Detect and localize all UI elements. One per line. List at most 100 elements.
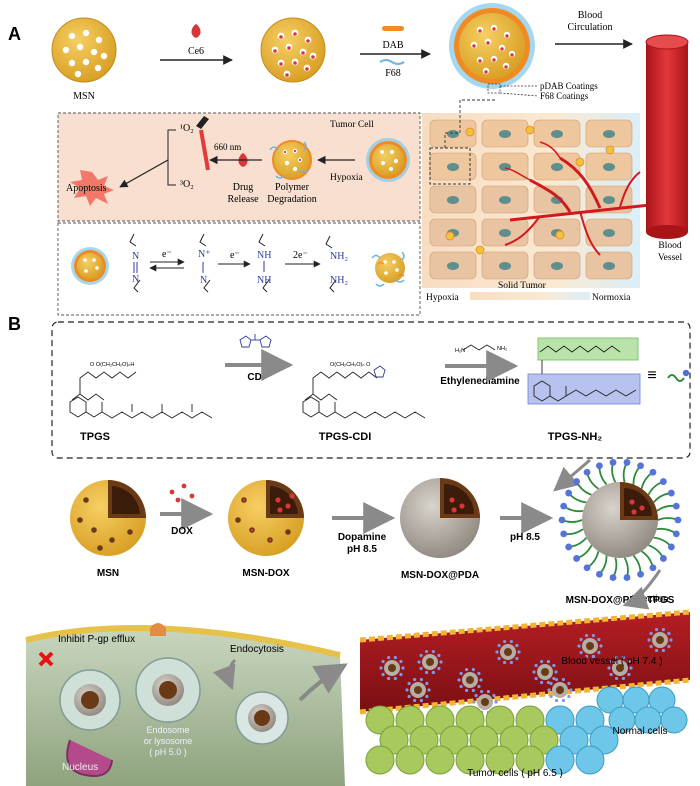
dox-molecules-icon [169,483,195,503]
tpgs-symbol-head [682,369,690,377]
blood-circulation-label-1: Blood [578,10,602,21]
vessel-particle-ligand [647,638,651,642]
vessel-particle-core [388,664,396,672]
ethylenediamine-label: Ethylenediamine [440,376,520,387]
vessel-particle-ligand [609,672,613,677]
tumor-cell-3d [365,705,395,735]
vessel-particle-ligand [459,671,463,676]
tpgs-head [560,502,568,510]
vessel-particle-core [541,668,549,676]
tumor-nanoparticle [555,230,565,240]
msn-dox-pda-tpgs-label: MSN-DOX@PDA-TPGS [566,595,675,606]
blood-vessel-ph-label: Blood vessel ( pH 7.4 ) [561,656,662,667]
tumor-cell-3d [395,745,425,775]
n-plus-label: N⁺ [198,249,211,260]
injection-label: Injection [631,594,668,605]
hypoxia-arrow-label: Hypoxia [330,173,364,183]
vessel-particle-ligand [554,670,558,674]
endosome-2 [135,657,201,723]
endosome-label-2: or lysosome [144,736,193,746]
vessel-particle-ligand [405,688,409,692]
uptake-arrow [298,663,348,702]
vessel-particle-ligand [517,650,521,654]
vessel-particle-ligand [399,659,403,664]
vessel-nanoparticle [472,689,498,715]
normal-cell [559,725,589,755]
vessel-particle-ligand [585,654,589,659]
cell-membrane [25,625,341,658]
vessel-particle-ligand [555,698,559,703]
vessel-particle-ligand [497,656,501,661]
vessel-particle-ligand [381,659,385,664]
nucleus-shape [66,739,113,777]
vessel-nanoparticle [547,677,573,703]
tpgs-head [637,570,644,578]
vessel-particle-ligand [546,680,550,685]
vessel-particle-ligand [546,659,550,664]
tpgs-head [609,459,617,466]
cdi-label: CDI [247,372,264,383]
vessel-particle-ligand [669,638,673,642]
ce6-label: Ce6 [188,46,204,57]
vessel-particle-ligand [439,660,443,664]
vessel-particle-ligand [477,671,481,676]
tumor-nanoparticle [465,127,475,137]
panel-a-letter: A [8,24,21,44]
tpgs-head [667,489,675,497]
tumor-cell-3d [439,725,469,755]
vessel-particle-ligand [407,681,411,686]
tumor-cell-3d [485,745,515,775]
tumor-cell-3d [379,725,409,755]
degraded-particle [371,251,405,287]
tumor-cell-nucleus [603,163,615,171]
tumor-cell-3d [469,725,499,755]
blood-vessel [645,34,689,239]
tpgs-peg-label: O O(CH₂CH₂O)ₙH [90,362,134,368]
tpgs-synthesis-box [51,321,691,459]
dopamine-label-2: pH 8.5 [347,544,377,555]
tpgs-head [649,468,657,476]
vessel-particle-ligand [515,656,519,661]
normal-cell [575,745,605,775]
tissue-cells [365,686,688,775]
vessel-particle-ligand [627,672,631,677]
vessel-particle-ligand [417,660,421,664]
blood-circulation-label-2: Circulation [568,22,613,33]
pdab-coatings-label: pDAB Coatings [540,81,598,91]
normal-cell [545,745,575,775]
tpgs-head [596,462,603,470]
vessel-particle-ligand [599,644,603,648]
tumor-cells-ph-label: Tumor cells ( pH 6.5 ) [467,768,563,779]
tumor-cell-3d [515,745,545,775]
f68-label: F68 [385,68,401,79]
apoptosis-label: Apoptosis [66,183,107,194]
tumor-cell-3d [409,725,439,755]
azo-reduction-box [57,222,421,316]
vessel-nanoparticle [405,677,431,703]
vessel-particle-ligand [597,650,601,655]
vessel-particle-ligand [532,670,536,674]
msn-ce6-particle [260,17,326,83]
endosome-1 [59,669,121,731]
vessel-particle-ligand [413,698,417,703]
vessel-particle-ligand [515,643,519,648]
vessel-particle-ligand [379,666,383,670]
vessel-particle-core [414,686,422,694]
vessel-particle-ligand [579,637,583,642]
tumor-nanoparticle [475,245,485,255]
tpgs-label: TPGS [80,431,110,443]
tpgs-cdi-peg-label: O(CH₂CH₂O)ₙ O [330,362,371,368]
vessel-particle-ligand [427,688,431,692]
vessel-particle-ligand [425,649,429,654]
hypoxia-legend: Hypoxia [426,293,460,303]
msn-hollow-sphere [70,480,146,556]
triplet-oxygen-label: ³O₂ [180,179,194,190]
tumor-nanoparticle [575,157,585,167]
vessel-particle-ligand [471,667,475,672]
vessel-nanoparticle [417,649,443,675]
vessel-particle-core [504,648,512,656]
normal-cell [648,686,676,714]
efflux-block-icon [38,651,54,667]
vessel-nanoparticles [379,627,673,715]
vessel-particle-ligand [540,680,544,685]
